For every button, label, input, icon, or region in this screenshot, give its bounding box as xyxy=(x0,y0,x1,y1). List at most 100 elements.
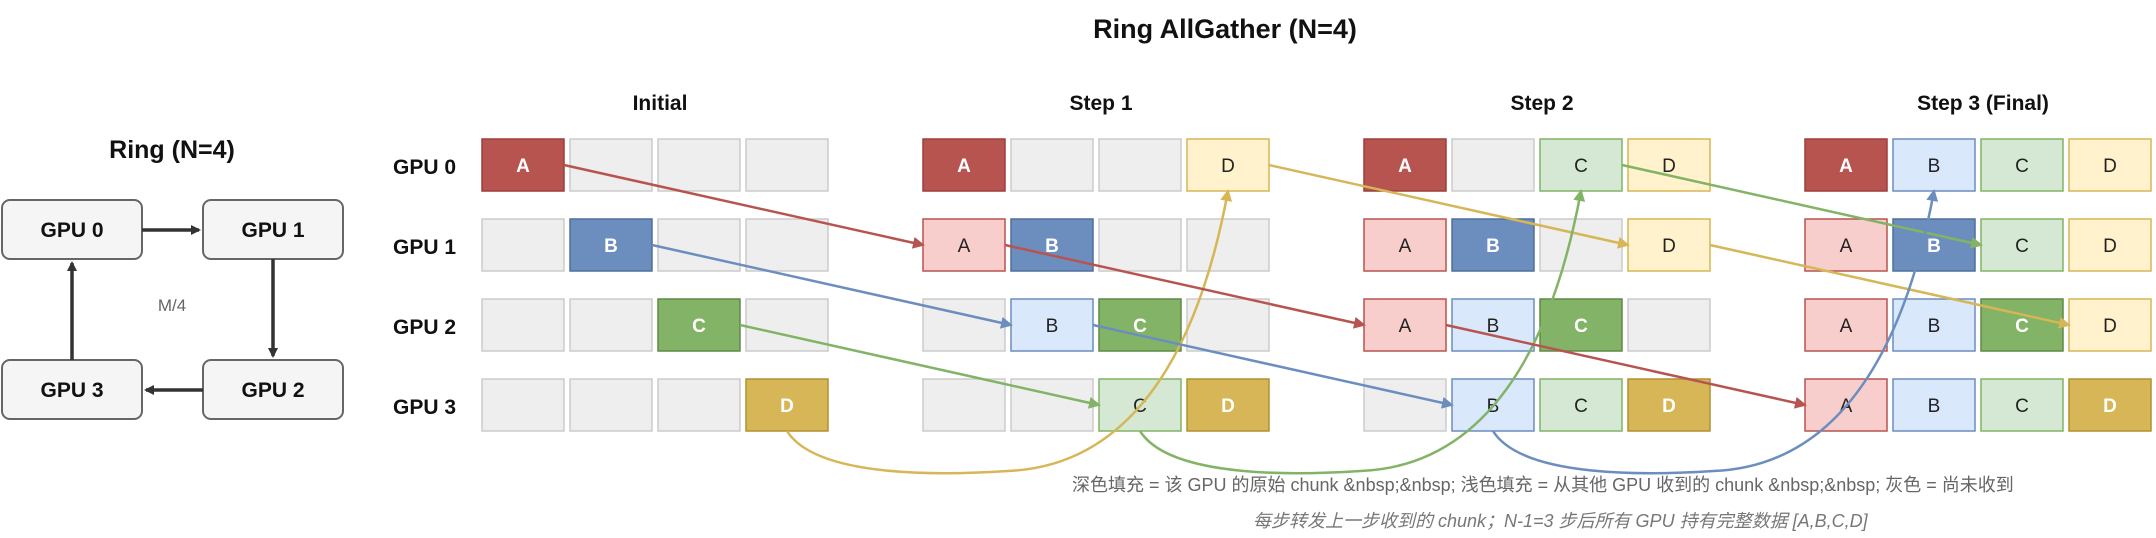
chunk-cell-step1-gpu3-col3: D xyxy=(1186,378,1270,432)
transfer-arrows xyxy=(563,163,2071,475)
chunk-cell-step1-gpu1-col2 xyxy=(1098,218,1182,272)
chunk-cell-label: A xyxy=(1399,316,1412,337)
chunk-cell-label: B xyxy=(1486,236,1500,257)
legend-steps-note: 每步转发上一步收到的 chunk；N-1=3 步后所有 GPU 持有完整数据 [… xyxy=(1253,511,1869,531)
chunk-cell-label: C xyxy=(1574,396,1588,417)
chunk-cell-step0-gpu2-col3 xyxy=(745,298,829,352)
chunk-cell-step2-gpu0-col3: D xyxy=(1627,138,1711,192)
row-label-gpu-0: GPU 0 xyxy=(393,156,456,179)
chunk-cell-step2-gpu2-col2: C xyxy=(1539,298,1623,352)
chunk-cell-step0-gpu0-col1 xyxy=(569,138,653,192)
chunk-cell-label: A xyxy=(1840,236,1853,257)
chunk-cell-step2-gpu3-col3: D xyxy=(1627,378,1711,432)
chunk-cell-label: D xyxy=(2103,316,2117,337)
chunk-cell-step2-gpu2-col1: B xyxy=(1451,298,1535,352)
chunk-cell-label: B xyxy=(1928,156,1941,177)
chunk-cell-step2-gpu1-col2 xyxy=(1539,218,1623,272)
chunk-cell-step1-gpu2-col3 xyxy=(1186,298,1270,352)
step-header-step-3-final: Step 3 (Final) xyxy=(1917,92,2049,115)
chunk-cell-step1-gpu0-col0: A xyxy=(922,138,1006,192)
chunk-cell-step0-gpu3-col3: D xyxy=(745,378,829,432)
chunk-cell-step3-gpu1-col2: C xyxy=(1980,218,2064,272)
chunk-cell-step0-gpu2-col2: C xyxy=(657,298,741,352)
chunk-cell-label: C xyxy=(2015,396,2029,417)
legend-colors-note: 深色填充 = 该 GPU 的原始 chunk &nbsp;&nbsp; 浅色填充… xyxy=(1072,475,2014,495)
chunk-cell-step1-gpu1-col0: A xyxy=(922,218,1006,272)
chunk-cell-label: D xyxy=(2103,236,2117,257)
chunk-cell-label: B xyxy=(1928,316,1941,337)
chunk-cell-label: A xyxy=(1399,236,1412,257)
transfer-arrow-c-step1 xyxy=(739,323,1101,409)
chunk-cell-step2-gpu1-col0: A xyxy=(1363,218,1447,272)
chunk-cell-step3-gpu2-col3: D xyxy=(2068,298,2152,352)
chunk-cell-label: C xyxy=(2015,236,2029,257)
chunk-cell-label: D xyxy=(1221,396,1235,417)
chunk-cell-step1-gpu1-col1: B xyxy=(1010,218,1094,272)
chunk-cell-step1-gpu0-col3: D xyxy=(1186,138,1270,192)
transfer-arrow-b-step2 xyxy=(1092,323,1454,409)
chunk-cell-label: A xyxy=(516,156,530,177)
chunk-cell-label: D xyxy=(1662,396,1676,417)
transfer-arrow-a-step1 xyxy=(563,163,925,249)
chunk-cell-label: D xyxy=(2103,396,2117,417)
chunk-cell-step3-gpu0-col0: A xyxy=(1804,138,1888,192)
ring-title: Ring (N=4) xyxy=(109,136,235,164)
chunk-cell-label: B xyxy=(1045,236,1059,257)
chunk-cell-step1-gpu0-col2 xyxy=(1098,138,1182,192)
ring-topology: Ring (N=4) GPU 0 GPU 1 GPU 2 GPU 3 M/4 xyxy=(1,136,344,420)
chunk-cell-step3-gpu1-col0: A xyxy=(1804,218,1888,272)
chunk-cell-step0-gpu1-col0 xyxy=(481,218,565,272)
row-label-gpu-1: GPU 1 xyxy=(393,236,456,259)
chunk-cell-step3-gpu2-col0: A xyxy=(1804,298,1888,352)
chunk-cell-step3-gpu1-col1: B xyxy=(1892,218,1976,272)
chunk-cell-step3-gpu2-col2: C xyxy=(1980,298,2064,352)
chunk-cell-label: D xyxy=(1662,156,1676,177)
chunk-cell-label: C xyxy=(2015,156,2029,177)
chunk-cell-step1-gpu2-col2: C xyxy=(1098,298,1182,352)
chunk-cell-step1-gpu2-col1: B xyxy=(1010,298,1094,352)
chunk-cell-label: A xyxy=(958,236,971,257)
ring-node-label: GPU 0 xyxy=(40,219,103,242)
chunk-cell-step0-gpu1-col1: B xyxy=(569,218,653,272)
chunk-cell-step3-gpu0-col3: D xyxy=(2068,138,2152,192)
chunk-cell-label: C xyxy=(692,316,706,337)
chunk-cell-step3-gpu3-col2: C xyxy=(1980,378,2064,432)
transfer-arrow-c-step2 xyxy=(1138,189,1586,475)
step-header-initial: Initial xyxy=(633,92,688,115)
chunk-cell-label: D xyxy=(780,396,794,417)
diagram-title: Ring AllGather (N=4) xyxy=(1093,14,1357,44)
chunk-cell-step3-gpu0-col2: C xyxy=(1980,138,2064,192)
chunk-cell-label: B xyxy=(604,236,618,257)
row-label-gpu-2: GPU 2 xyxy=(393,316,456,339)
chunk-cell-step3-gpu1-col3: D xyxy=(2068,218,2152,272)
step-header-step-1: Step 1 xyxy=(1069,92,1132,115)
chunk-cell-label: D xyxy=(1662,236,1676,257)
transfer-arrow-c-step3 xyxy=(1621,163,1983,249)
chunk-cell-step2-gpu1-col3: D xyxy=(1627,218,1711,272)
chunk-cell-step2-gpu3-col2: C xyxy=(1539,378,1623,432)
ring-node-gpu-2: GPU 2 xyxy=(202,359,344,420)
chunk-cell-step0-gpu1-col2 xyxy=(657,218,741,272)
ring-edge-label: M/4 xyxy=(158,296,186,315)
ring-node-gpu-0: GPU 0 xyxy=(1,199,143,260)
ring-node-label: GPU 2 xyxy=(241,379,304,402)
chunk-cell-label: A xyxy=(1839,156,1853,177)
chunk-cell-step0-gpu0-col3 xyxy=(745,138,829,192)
chunk-cell-label: C xyxy=(1133,316,1147,337)
chunk-cell-step0-gpu1-col3 xyxy=(745,218,829,272)
chunk-cell-step0-gpu3-col0 xyxy=(481,378,565,432)
transfer-arrow-b-step1 xyxy=(651,243,1013,329)
transfer-arrow-a-step2 xyxy=(1004,243,1366,329)
chunk-cell-step1-gpu2-col0 xyxy=(922,298,1006,352)
chunk-cell-step0-gpu2-col0 xyxy=(481,298,565,352)
ring-node-gpu-3: GPU 3 xyxy=(1,359,143,420)
chunk-cell-label: B xyxy=(1928,396,1941,417)
chunk-cell-step1-gpu0-col1 xyxy=(1010,138,1094,192)
chunk-cell-label: B xyxy=(1046,316,1059,337)
chunk-cell-label: A xyxy=(1840,316,1853,337)
transfer-arrow-b-step3 xyxy=(1491,189,1939,475)
chunk-cell-step0-gpu2-col1 xyxy=(569,298,653,352)
chunk-cell-step2-gpu2-col3 xyxy=(1627,298,1711,352)
transfer-arrow-a-step3 xyxy=(1445,323,1807,409)
